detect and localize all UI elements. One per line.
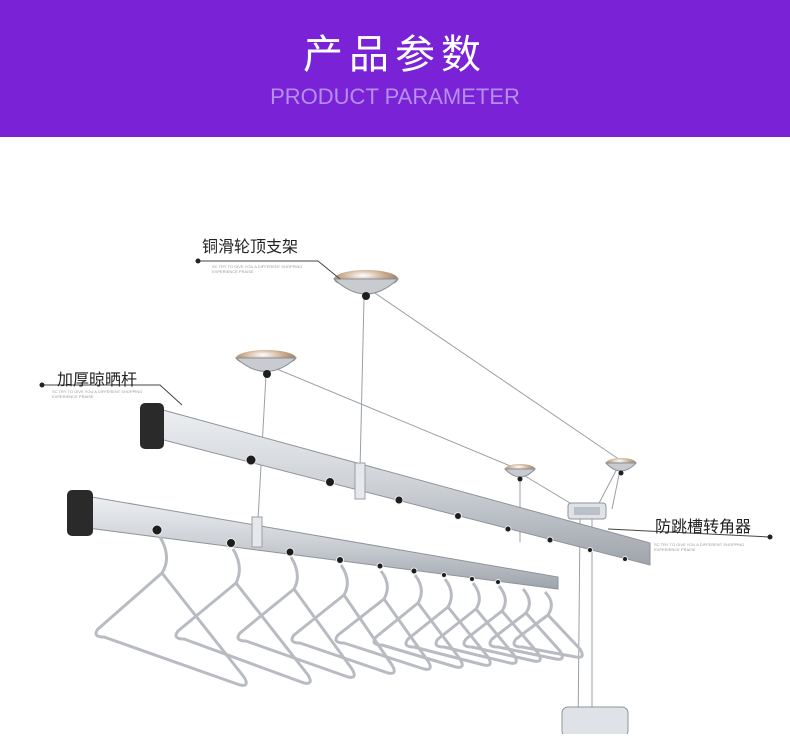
callout-dot-3 bbox=[767, 534, 773, 540]
callout-dot-1 bbox=[195, 258, 201, 264]
callout-dot-2 bbox=[39, 382, 45, 388]
drying-rack-drawing bbox=[39, 258, 773, 738]
callout-fineprint-bracket: SC TRY TO GIVE YOU A DIFFERENT SHOPPING … bbox=[212, 264, 303, 274]
product-illustration: 铜滑轮顶支架 SC TRY TO GIVE YOU A DIFFERENT SH… bbox=[0, 137, 790, 738]
corner-unit bbox=[567, 502, 607, 520]
callout-leaders bbox=[42, 260, 771, 538]
pulley-small-left bbox=[503, 464, 537, 482]
callout-fineprint-rail: SC TRY TO GIVE YOU A DIFFERENT SHOPPING … bbox=[52, 389, 143, 399]
page-subtitle: PRODUCT PARAMETER bbox=[270, 84, 520, 109]
callout-label-rail: 加厚晾晒杆 bbox=[57, 370, 138, 389]
callout-label-bracket: 铜滑轮顶支架 bbox=[202, 237, 299, 256]
crank-box bbox=[561, 706, 629, 738]
ceiling-bracket-left bbox=[234, 350, 298, 378]
callout-fineprint-corner: SC TRY TO GIVE YOU A DIFFERENT SHOPPING … bbox=[654, 542, 745, 552]
page-title: 产品参数 bbox=[303, 32, 487, 78]
pulley-small-right bbox=[604, 458, 638, 476]
rail-back bbox=[140, 403, 651, 566]
callout-label-corner: 防跳槽转角器 bbox=[655, 517, 752, 536]
header-banner: 产品参数 PRODUCT PARAMETER bbox=[0, 0, 790, 137]
ceiling-bracket-right bbox=[332, 270, 400, 300]
hangers bbox=[94, 536, 584, 687]
rail-front bbox=[67, 490, 559, 590]
